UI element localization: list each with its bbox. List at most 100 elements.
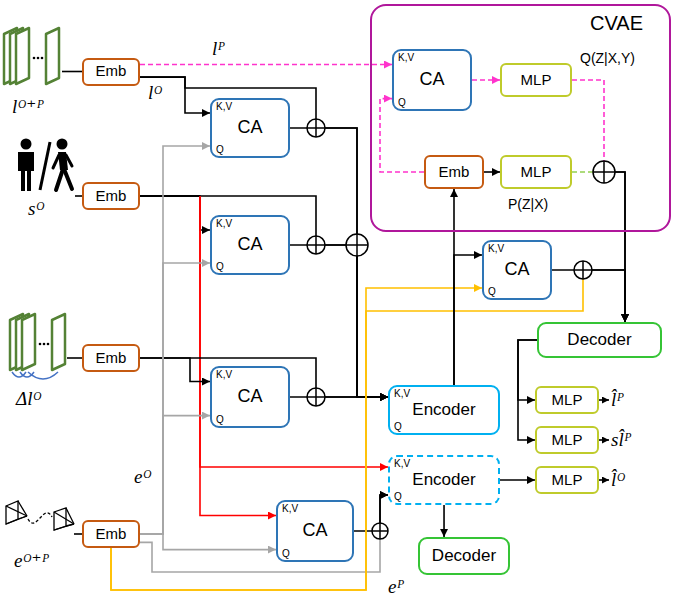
connector [454,255,482,385]
connector-line [500,479,535,481]
ellipsis-dots [33,57,44,60]
port-label: Q [488,286,496,297]
connector-line [583,270,625,322]
port-label: K,V [282,503,298,514]
connector [140,77,210,113]
sum-symbol [307,388,325,406]
box-label: CA [237,235,262,255]
connector [140,263,210,534]
frame-stack-icon [4,28,59,84]
cross-attention-box: K,VCAQ [210,366,290,428]
connector-line [572,80,604,172]
mlp-box: MLP [500,63,572,97]
mlp-box: MLP [535,386,599,414]
connector-line [290,396,388,398]
cross-attention-box: K,VCAQ [210,215,290,275]
connector [518,340,537,440]
connector [111,288,482,590]
connector [572,172,625,322]
cross-attention-box: K,VCA Q [482,240,552,300]
group-title: CVAE [590,12,643,34]
connector-line [140,64,392,66]
pedestrian-icon [18,139,72,192]
input-label: sᴼ [28,198,44,220]
sum-symbol [593,161,615,183]
connector-line [111,270,583,590]
connector-line [443,505,445,537]
box-label: Emb [96,350,127,367]
sum-symbol [574,261,592,279]
connector [380,99,424,172]
connector [290,245,388,397]
connector-line [140,416,210,534]
connector-line [518,340,537,440]
connector-line [290,128,388,397]
decoder-box: Decoder [418,537,510,575]
output-label: sl̂ᴾ [611,429,631,451]
edge-label: P(Z|X) [508,196,548,212]
sum-symbol [346,234,368,256]
box-label: Emb [96,188,127,205]
connector-line [454,255,482,385]
connector [111,270,625,590]
box-label: Decoder [567,331,631,350]
cvae-group: CVAEK,VCAQMLPEmbMLP [370,4,671,232]
edge-label: Q(Z|X,Y) [580,50,635,66]
connector [140,416,210,534]
box-label: CA [237,387,262,407]
box-label: MLP [521,164,552,181]
output-label: l̂ᴾ [611,389,624,411]
connector [140,64,392,65]
box-label: CA [302,521,327,541]
embedding-box: Emb [82,58,140,86]
connector-line [518,340,537,400]
mlp-box: MLP [535,426,599,454]
connector-line [140,263,210,534]
ellipsis-dots [39,343,50,346]
port-label: K,V [216,218,232,229]
port-label: Q [282,548,290,559]
port-label: K,V [216,101,232,112]
connector-line [140,534,276,550]
input-wire [75,195,82,197]
connector-line [111,288,482,590]
cross-attention-box: K,V CA Q [276,500,354,562]
input-wire [67,357,82,359]
edge-label: eᴼ [134,466,151,488]
input-label: Δlᴼ [16,388,41,410]
input-wire [62,71,82,73]
box-label: Encoder [412,471,475,490]
sum-symbol [307,119,325,137]
box-label: Emb [96,63,127,80]
connector-line [140,358,210,382]
port-label: K,V [394,388,410,399]
embedding-box: Emb [82,344,140,372]
connector-line [200,196,388,467]
connector [140,534,276,550]
embedding-box: Emb [82,520,140,548]
connector-line [140,195,200,197]
connector-line [472,79,500,81]
connector [140,495,388,572]
sum-symbol [372,523,388,539]
box-label: Emb [96,526,127,543]
connector-line [140,196,388,397]
connector [140,196,388,467]
box-label: CA [419,70,444,90]
connector-line [604,172,625,322]
port-label: K,V [394,458,410,469]
connector-line [140,531,380,572]
output-label: l̂ᴼ [611,469,625,491]
box-label: CA [504,260,529,280]
connector-line [290,245,388,397]
port-label: K,V [488,243,504,254]
mlp-box: MLP [500,155,572,189]
connector-line [140,146,210,534]
port-label: Q [394,421,402,432]
connector [444,505,445,537]
box-label: MLP [552,432,583,449]
